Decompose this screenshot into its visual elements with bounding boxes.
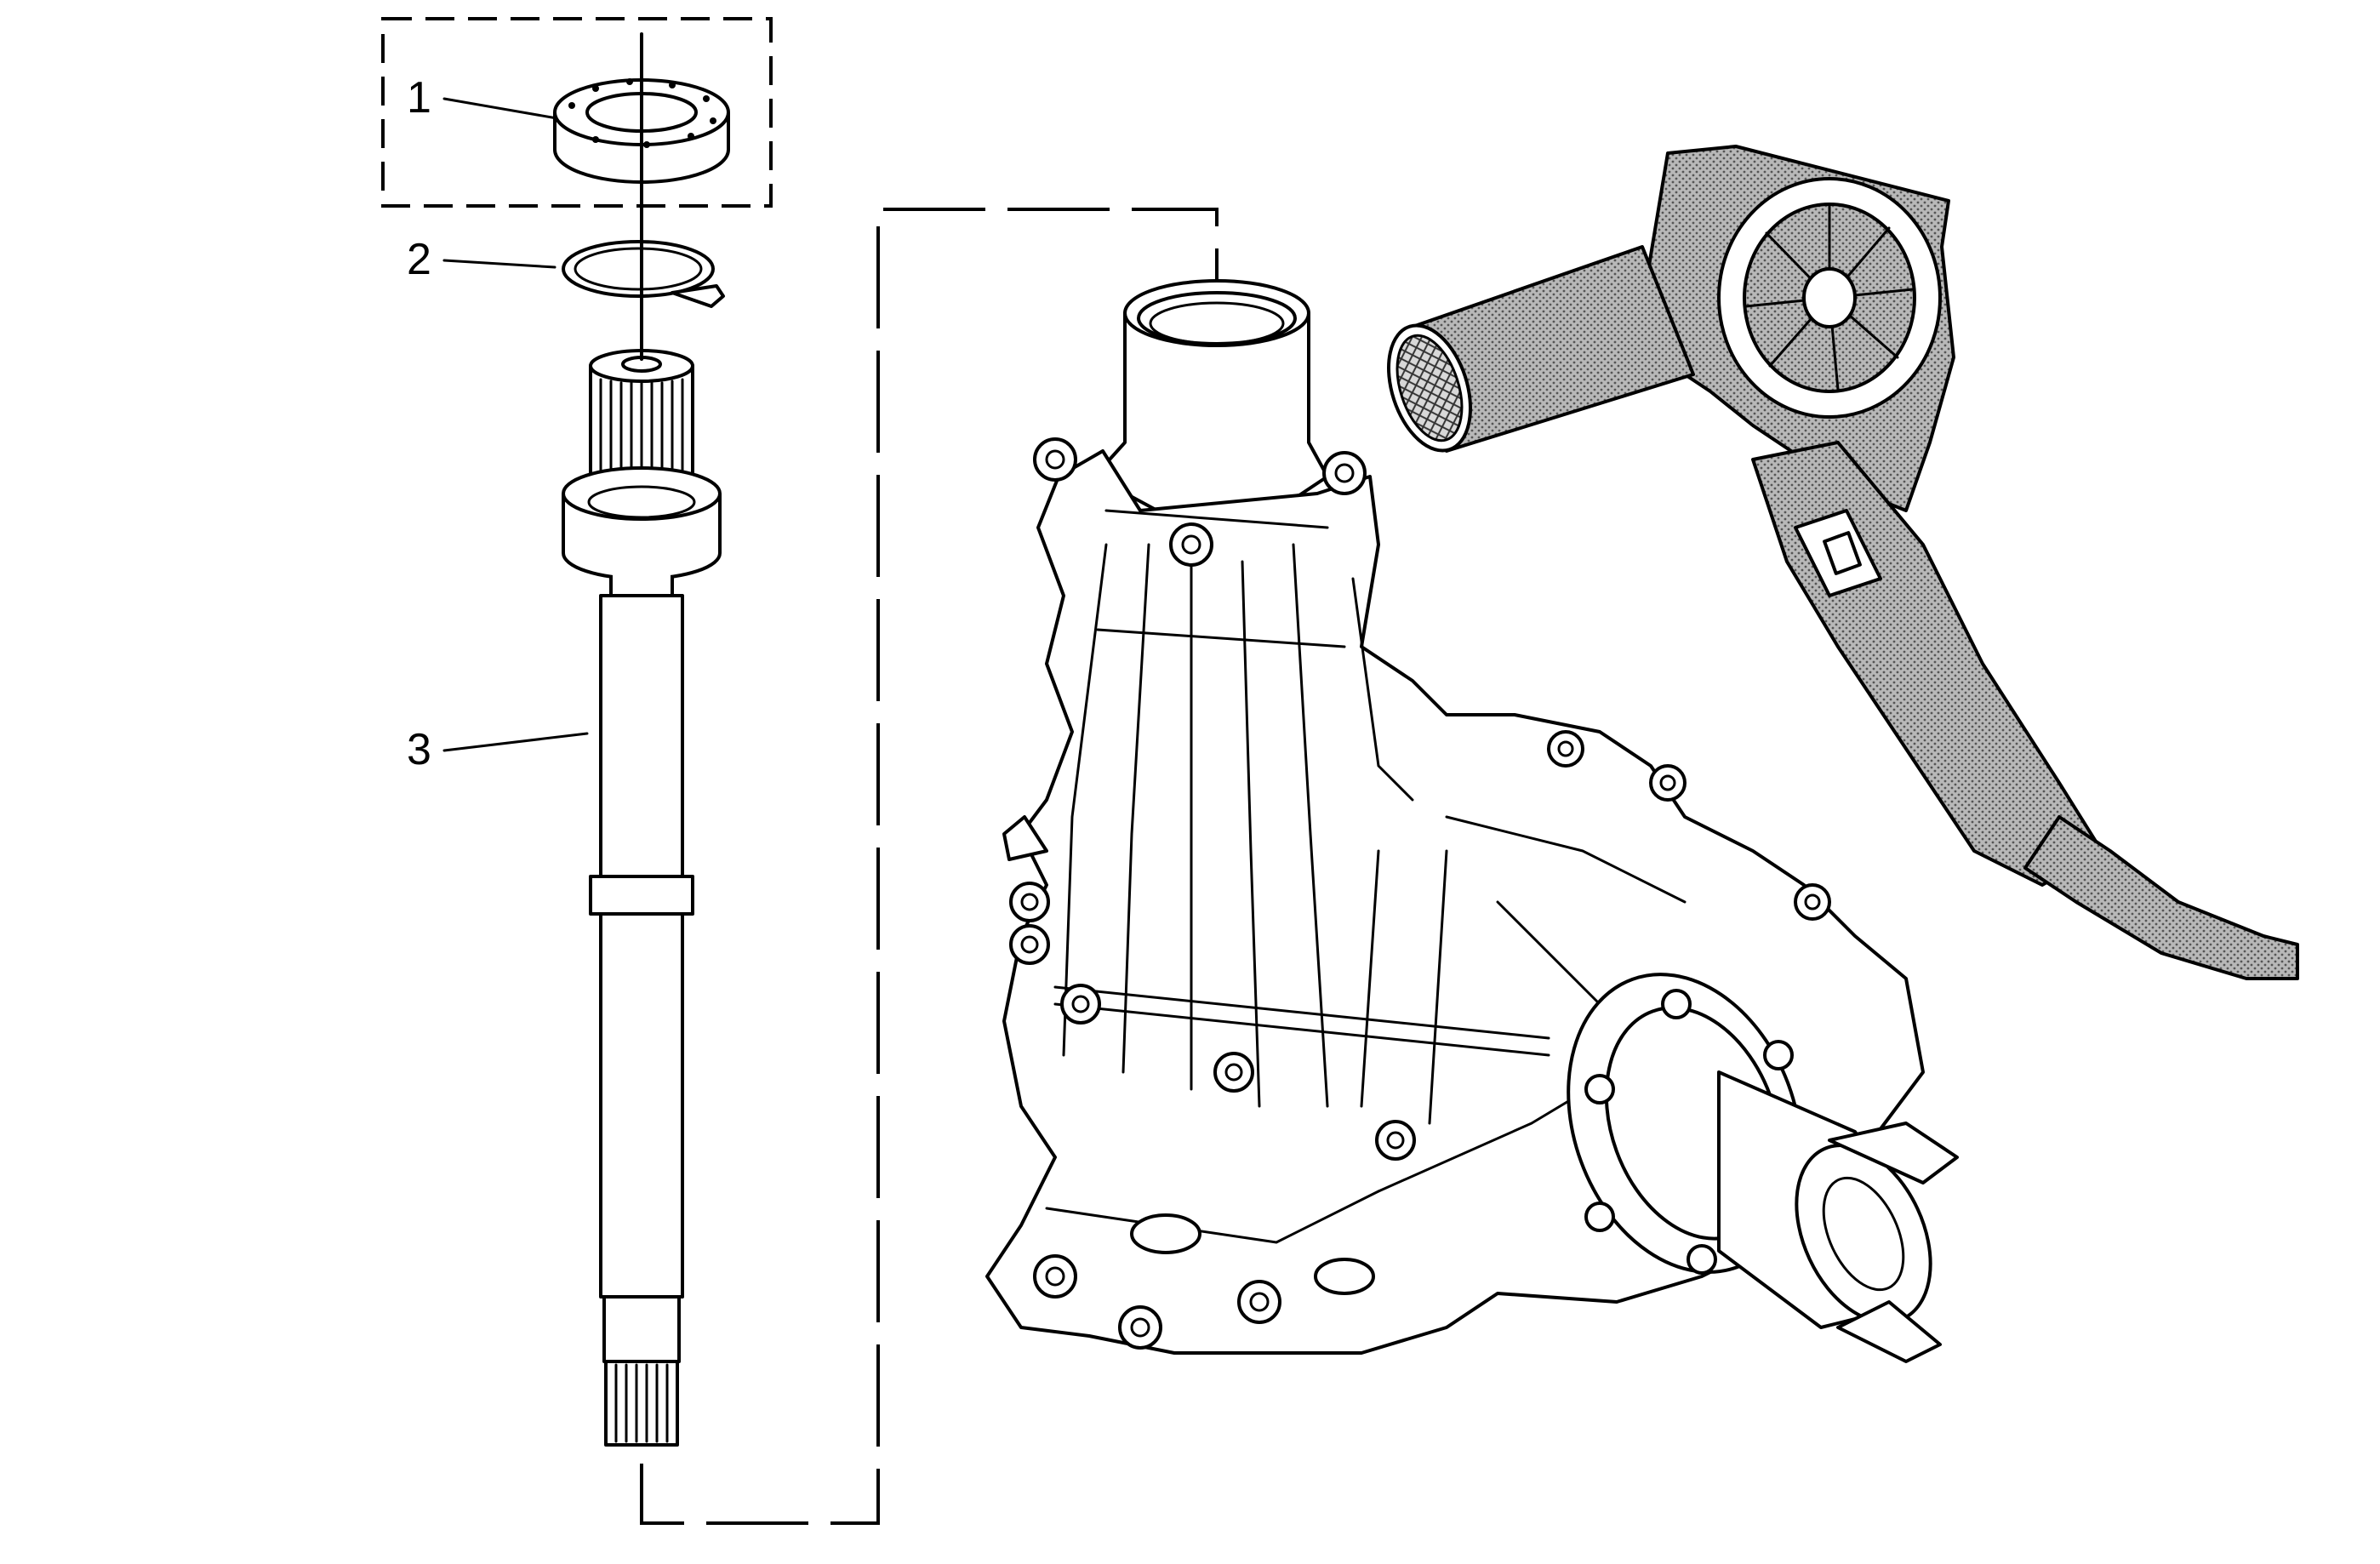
bearing-holes: [568, 78, 716, 148]
housing-tower-bore: [1149, 301, 1285, 345]
housing-bolt-bosses: [1009, 437, 1831, 1350]
leader-line-3: [442, 732, 589, 752]
snap-ring-inner: [574, 247, 703, 291]
leader-line-1: [442, 97, 563, 121]
shaft-bottom-spline: [604, 1360, 679, 1447]
bearing-assembly: [381, 17, 773, 208]
heat-gun-nozzle-mesh: [1395, 334, 1464, 442]
dashed-group-box: [381, 17, 773, 208]
leader-line-2: [442, 259, 556, 269]
assembly-path: [640, 208, 1219, 1525]
housing-tower-opening: [1123, 279, 1310, 347]
output-yoke-bore: [1822, 1176, 1905, 1292]
rear-flange-bolts: [1584, 989, 1811, 1275]
heat-gun-fan-hub: [1802, 267, 1857, 328]
shaft-body-upper: [599, 594, 684, 878]
housing-side-port: [1002, 815, 1048, 861]
shaft-collar-inner: [587, 485, 696, 519]
output-shaft: [562, 349, 722, 1447]
callout-1: 1: [407, 73, 431, 123]
snap-ring: [562, 240, 725, 308]
heat-gun-switch-slot: [1823, 531, 1862, 575]
transfer-case-housing: [985, 279, 1959, 1363]
housing-mount-holes: [1130, 1213, 1375, 1295]
shaft-collar-face: [562, 466, 722, 521]
callout-2: 2: [407, 235, 431, 284]
shaft-step: [602, 1295, 681, 1363]
heat-gun: [1387, 145, 2299, 980]
shaft-body-lower: [599, 912, 684, 1299]
heat-gun-cord: [2023, 815, 2299, 980]
shaft-shoulder: [609, 575, 674, 597]
output-yoke-ear-top: [1828, 1122, 1959, 1184]
snap-ring-outer: [562, 240, 715, 298]
shaft-bottom-spline-teeth: [614, 1363, 669, 1443]
output-yoke-ear-bottom: [1836, 1300, 1942, 1363]
callout-3: 3: [407, 725, 431, 774]
shaft-ring-groove: [589, 875, 694, 916]
housing-ribs: [1045, 509, 1687, 1244]
heat-gun-handle: [1751, 441, 2103, 887]
assembly-path-lines: [640, 32, 1219, 1525]
snap-ring-lug: [671, 284, 725, 308]
callout-labels: 1 2 3: [407, 73, 589, 774]
